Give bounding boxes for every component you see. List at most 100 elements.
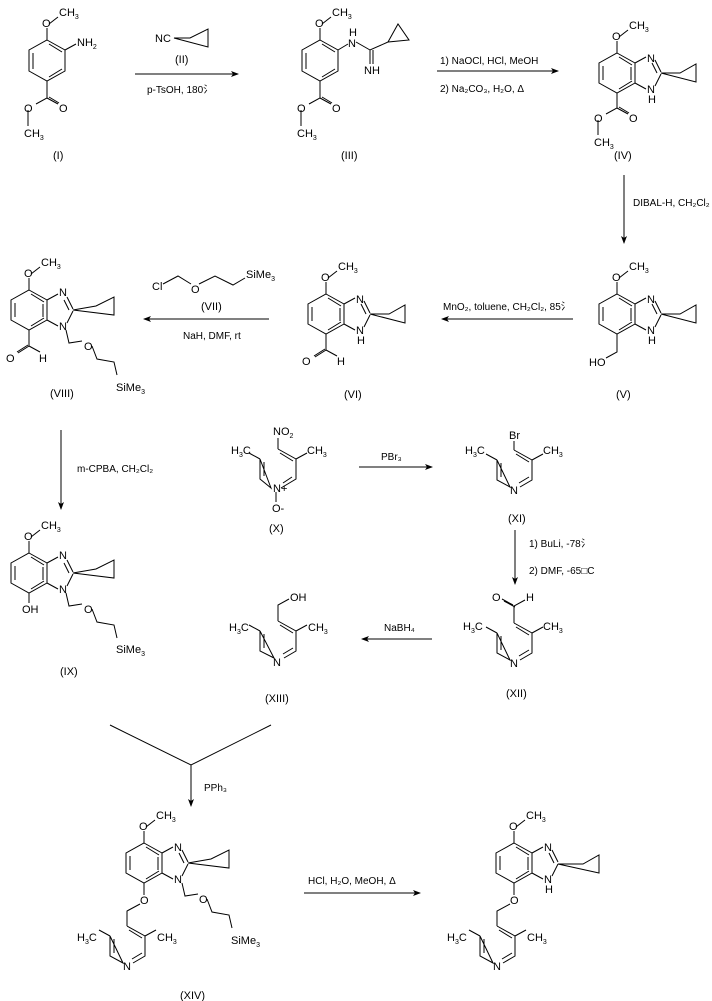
atom-CH3: CH3 <box>543 445 563 459</box>
reaction-step-1: NC (II) p-TsOH, 180氵 <box>135 28 239 96</box>
reaction-step-4: MnO₂, toluene, CH₂Cl₂, 85氵 <box>441 301 573 322</box>
compound-label-XIII: (XIII) <box>265 693 289 705</box>
atom-H3C: H3C <box>77 932 97 946</box>
atom-H3C: H3C <box>229 622 249 636</box>
atom-N: N <box>59 550 67 562</box>
atom-H: H <box>648 94 656 106</box>
compound-label-XIV: (XIV) <box>180 990 205 1001</box>
atom-O: O <box>84 341 93 353</box>
reaction-conditions-line1: 1) BuLi, -78氵 <box>529 538 591 550</box>
compound-label-VIII: (VIII) <box>50 388 74 400</box>
compound-label-III: (III) <box>341 150 358 162</box>
atom-CH3: CH3 <box>41 257 61 271</box>
reaction-conditions: PBr₃ <box>381 452 402 463</box>
atom-CH3: CH3 <box>157 932 177 946</box>
atom-O: O <box>6 353 15 365</box>
compound-VI: O CH3 N N H O H (VI) <box>302 261 406 401</box>
compound-label-X: (X) <box>269 523 284 535</box>
reaction-step-7: PBr₃ <box>359 452 433 470</box>
reaction-conditions: NaH, DMF, rt <box>183 331 241 342</box>
atom-N: N <box>647 84 655 96</box>
atom-N: N <box>493 961 501 973</box>
compound-IV: O CH3 N N H O O CH3 (IV) <box>594 20 697 162</box>
compound-label-IX: (IX) <box>60 666 78 678</box>
compound-IX: O CH3 N N O OH SiMe3 (IX) <box>10 520 145 678</box>
compound-XIV: O CH3 N N O O SiMe3 H3C CH3 N (XIV) <box>77 810 260 1001</box>
atom-O: O <box>315 18 324 30</box>
compound-label-XII: (XII) <box>506 688 527 700</box>
atom-O: O <box>612 272 621 284</box>
compound-label-I: (I) <box>53 150 63 162</box>
atom-CH3: CH3 <box>59 7 79 21</box>
atom-H: H <box>349 27 357 39</box>
atom-O: O <box>509 821 518 833</box>
reagent-label-II: (II) <box>175 54 188 66</box>
reaction-conditions: m-CPBA, CH₂Cl₂ <box>77 464 153 475</box>
atom-Br: Br <box>509 430 520 442</box>
atom-H: H <box>648 335 656 347</box>
atom-N: N <box>510 658 518 670</box>
atom-O: O <box>59 103 68 115</box>
atom-CH3: CH3 <box>594 137 614 151</box>
atom-SiMe3: SiMe3 <box>116 382 145 396</box>
atom-CH3: CH3 <box>338 261 358 275</box>
compound-label-XI: (XI) <box>508 513 526 525</box>
atom-NO2: NO2 <box>273 426 294 440</box>
atom-CH3: CH3 <box>156 810 176 824</box>
reaction-conditions: DIBAL-H, CH₂Cl₂ <box>633 198 710 209</box>
atom-O: O <box>139 821 148 833</box>
compound-label-V: (V) <box>616 389 631 401</box>
reaction-step-2: 1) NaOCl, HCl, MeOH 2) Na₂CO₃, H₂O, Δ <box>437 56 559 95</box>
atom-OH: OH <box>290 592 307 604</box>
atom-O: O <box>42 18 51 30</box>
atom-O: O <box>24 268 33 280</box>
atom-CH3: CH3 <box>332 7 352 21</box>
atom-N-plus: N+ <box>273 483 287 495</box>
atom-O-minus: O- <box>272 503 285 515</box>
reaction-step-6: m-CPBA, CH₂Cl₂ <box>58 430 153 510</box>
atom-N: N <box>647 53 655 65</box>
atom-O: O <box>302 356 311 368</box>
atom-O: O <box>629 113 638 125</box>
atom-N: N <box>59 321 67 333</box>
atom-CH3: CH3 <box>307 445 327 459</box>
atom-H3C: H3C <box>463 621 483 635</box>
atom-O: O <box>191 284 200 296</box>
reaction-conditions: MnO₂, toluene, CH₂Cl₂, 85氵 <box>443 301 571 313</box>
compound-XI: Br H3C CH3 N (XI) <box>465 430 563 525</box>
compound-final-product: O CH3 N N H O H3C CH3 N <box>447 810 600 973</box>
atom-OH: OH <box>22 604 39 616</box>
compound-label-VI: (VI) <box>344 389 362 401</box>
atom-O: O <box>510 895 519 907</box>
reaction-conditions-line2: 2) Na₂CO₃, H₂O, Δ <box>440 84 524 95</box>
atom-O: O <box>140 895 149 907</box>
atom-Cl: Cl <box>152 281 162 293</box>
atom-N: N <box>174 874 182 886</box>
atom-O: O <box>492 592 501 604</box>
atom-O: O <box>297 103 306 115</box>
reaction-conditions-line2: 2) DMF, -65□C <box>529 566 595 577</box>
atom-N: N <box>544 842 552 854</box>
atom-O: O <box>24 103 33 115</box>
reaction-step-9: NaBH₄ <box>361 623 432 642</box>
atom-N: N <box>123 961 131 973</box>
reaction-step-8: 1) BuLi, -78氵 2) DMF, -65□C <box>512 530 595 585</box>
compound-V: O CH3 N N H HO (V) <box>589 261 697 401</box>
atom-N: N <box>348 38 356 50</box>
atom-SiMe3: SiMe3 <box>246 269 275 283</box>
atom-H3C: H3C <box>447 932 467 946</box>
reaction-conditions: p-TsOH, 180氵 <box>147 84 213 96</box>
atom-CH3: CH3 <box>297 128 317 142</box>
atom-N: N <box>59 287 67 299</box>
compound-VIII: O CH3 N N O O H SiMe3 (VIII) <box>6 257 145 400</box>
atom-CH3: CH3 <box>629 261 649 275</box>
atom-H: H <box>39 353 47 365</box>
atom-CH3: CH3 <box>308 622 328 636</box>
atom-CH3: CH3 <box>24 128 44 142</box>
compound-XII: O H H3C CH3 N (XII) <box>463 592 563 700</box>
reaction-conditions: NaBH₄ <box>384 623 415 634</box>
compound-III: O CH3 H N NH O O CH3 (III) <box>297 7 410 162</box>
atom-N: N <box>174 842 182 854</box>
atom-N: N <box>647 325 655 337</box>
